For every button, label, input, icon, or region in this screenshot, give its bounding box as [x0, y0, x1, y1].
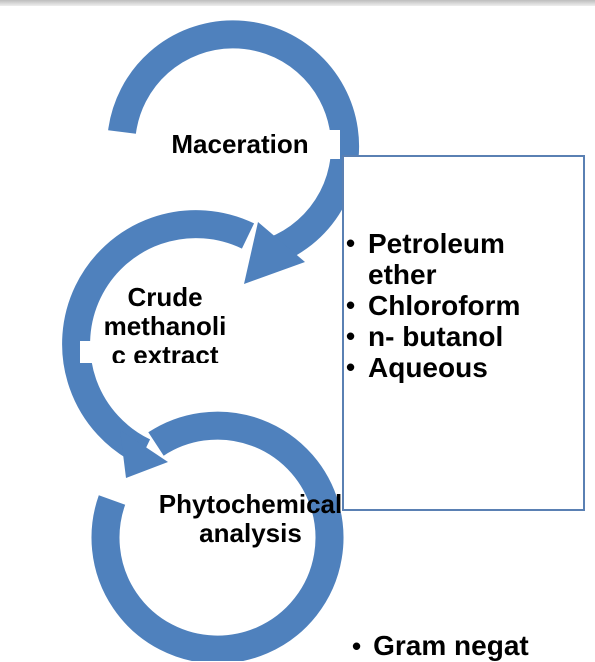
footer-list-item: •Gram negat: [352, 630, 529, 661]
phyto-line-1: Phytochemical: [158, 489, 343, 519]
crude-line-1: Crude: [127, 282, 203, 312]
solvent-item: ether: [368, 259, 437, 290]
cycle-arrow-crude-extract: [62, 210, 255, 465]
cycle-arrow-maceration: [108, 20, 359, 268]
solvent-item: •Chloroform: [346, 290, 521, 321]
node-label-maceration: Maceration: [140, 130, 340, 159]
node-label-phytochemical-analysis: Phytochemical analysis: [108, 490, 393, 548]
arrowhead-maceration: [244, 222, 305, 284]
cycle-arrow-phytochemical: [91, 411, 344, 661]
solvent-item: •Petroleum: [346, 228, 505, 259]
crude-line-2: methanoli: [103, 311, 227, 341]
arrowhead-crude-extract: [120, 430, 168, 478]
solvent-item: •Aqueous: [346, 352, 488, 383]
node-label-crude-extract: Crude methanoli c extract: [80, 283, 250, 363]
solvent-list-box: [342, 155, 585, 511]
solvent-list: •Petroleum ether •Chloroform •n- butanol…: [342, 228, 588, 383]
top-edge-bar: [0, 0, 595, 6]
solvent-item: •n- butanol: [346, 321, 504, 352]
crude-line-3: c extract: [80, 341, 250, 363]
phyto-line-2: analysis: [199, 518, 302, 548]
